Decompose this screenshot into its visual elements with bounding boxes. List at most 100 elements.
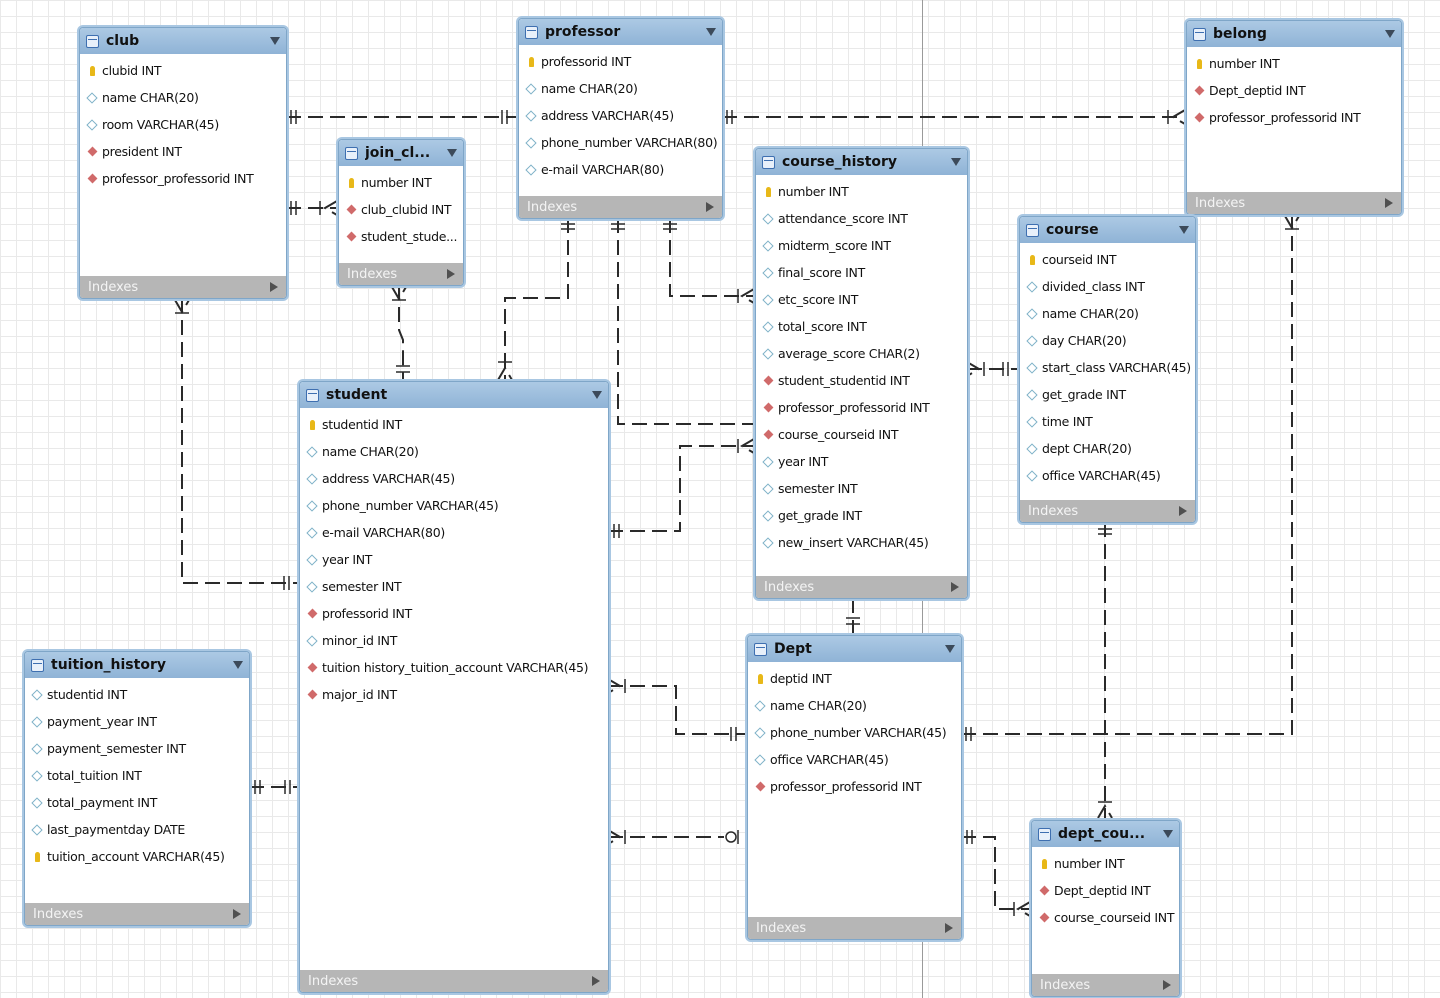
- column-row[interactable]: midterm_score INT: [756, 232, 967, 259]
- column-row[interactable]: start_class VARCHAR(45): [1020, 354, 1195, 381]
- column-row[interactable]: professor_professorid INT: [1187, 104, 1401, 131]
- column-row[interactable]: total_score INT: [756, 313, 967, 340]
- column-row[interactable]: semester INT: [300, 573, 608, 600]
- expand-arrow-icon[interactable]: [270, 282, 278, 292]
- column-row[interactable]: number INT: [1032, 850, 1179, 877]
- table-header[interactable]: student: [300, 382, 608, 408]
- expand-arrow-icon[interactable]: [1179, 506, 1187, 516]
- chevron-down-icon[interactable]: [1163, 830, 1173, 838]
- column-row[interactable]: payment_year INT: [25, 708, 249, 735]
- table-header[interactable]: professor: [519, 19, 722, 45]
- table-header[interactable]: course: [1020, 217, 1195, 243]
- column-row[interactable]: office VARCHAR(45): [1020, 462, 1195, 489]
- column-row[interactable]: tuition_account VARCHAR(45): [25, 843, 249, 870]
- chevron-down-icon[interactable]: [447, 149, 457, 157]
- column-row[interactable]: semester INT: [756, 475, 967, 502]
- expand-arrow-icon[interactable]: [706, 202, 714, 212]
- table-header[interactable]: tuition_history: [25, 652, 249, 678]
- column-row[interactable]: deptid INT: [748, 665, 961, 692]
- column-row[interactable]: professorid INT: [519, 48, 722, 75]
- column-row[interactable]: last_paymentday DATE: [25, 816, 249, 843]
- column-row[interactable]: major_id INT: [300, 681, 608, 708]
- indexes-bar[interactable]: Indexes: [300, 970, 608, 992]
- column-row[interactable]: student_studentid INT: [756, 367, 967, 394]
- column-row[interactable]: etc_score INT: [756, 286, 967, 313]
- chevron-down-icon[interactable]: [1179, 226, 1189, 234]
- chevron-down-icon[interactable]: [270, 37, 280, 45]
- column-row[interactable]: total_payment INT: [25, 789, 249, 816]
- column-row[interactable]: dept CHAR(20): [1020, 435, 1195, 462]
- column-row[interactable]: phone_number VARCHAR(80): [519, 129, 722, 156]
- column-row[interactable]: professor_professorid INT: [756, 394, 967, 421]
- table-header[interactable]: dept_cou...: [1032, 821, 1179, 847]
- column-row[interactable]: name CHAR(20): [748, 692, 961, 719]
- expand-arrow-icon[interactable]: [951, 582, 959, 592]
- column-row[interactable]: average_score CHAR(2): [756, 340, 967, 367]
- column-row[interactable]: e-mail VARCHAR(80): [519, 156, 722, 183]
- indexes-bar[interactable]: Indexes: [339, 263, 463, 285]
- column-row[interactable]: minor_id INT: [300, 627, 608, 654]
- column-row[interactable]: tuition history_tuition_account VARCHAR(…: [300, 654, 608, 681]
- column-row[interactable]: year INT: [300, 546, 608, 573]
- column-row[interactable]: name CHAR(20): [1020, 300, 1195, 327]
- column-row[interactable]: number INT: [756, 178, 967, 205]
- column-row[interactable]: final_score INT: [756, 259, 967, 286]
- column-row[interactable]: Dept_deptid INT: [1187, 77, 1401, 104]
- column-row[interactable]: time INT: [1020, 408, 1195, 435]
- column-row[interactable]: club_clubid INT: [339, 196, 463, 223]
- column-row[interactable]: name CHAR(20): [300, 438, 608, 465]
- column-row[interactable]: address VARCHAR(45): [519, 102, 722, 129]
- chevron-down-icon[interactable]: [1385, 30, 1395, 38]
- column-row[interactable]: student_stude...: [339, 223, 463, 250]
- indexes-bar[interactable]: Indexes: [1032, 974, 1179, 996]
- chevron-down-icon[interactable]: [945, 645, 955, 653]
- chevron-down-icon[interactable]: [233, 661, 243, 669]
- indexes-bar[interactable]: Indexes: [1187, 192, 1401, 214]
- indexes-bar[interactable]: Indexes: [25, 903, 249, 925]
- indexes-bar[interactable]: Indexes: [519, 196, 722, 218]
- column-row[interactable]: number INT: [1187, 50, 1401, 77]
- table-header[interactable]: club: [80, 28, 286, 54]
- expand-arrow-icon[interactable]: [447, 269, 455, 279]
- column-row[interactable]: attendance_score INT: [756, 205, 967, 232]
- column-row[interactable]: room VARCHAR(45): [80, 111, 286, 138]
- expand-arrow-icon[interactable]: [233, 909, 241, 919]
- column-row[interactable]: phone_number VARCHAR(45): [300, 492, 608, 519]
- column-row[interactable]: address VARCHAR(45): [300, 465, 608, 492]
- table-header[interactable]: belong: [1187, 21, 1401, 47]
- column-row[interactable]: president INT: [80, 138, 286, 165]
- column-row[interactable]: Dept_deptid INT: [1032, 877, 1179, 904]
- column-row[interactable]: get_grade INT: [756, 502, 967, 529]
- column-row[interactable]: name CHAR(20): [519, 75, 722, 102]
- expand-arrow-icon[interactable]: [1385, 198, 1393, 208]
- column-row[interactable]: e-mail VARCHAR(80): [300, 519, 608, 546]
- indexes-bar[interactable]: Indexes: [748, 917, 961, 939]
- column-row[interactable]: clubid INT: [80, 57, 286, 84]
- column-row[interactable]: name CHAR(20): [80, 84, 286, 111]
- column-row[interactable]: course_courseid INT: [1032, 904, 1179, 931]
- column-row[interactable]: studentid INT: [25, 681, 249, 708]
- column-row[interactable]: year INT: [756, 448, 967, 475]
- chevron-down-icon[interactable]: [706, 28, 716, 36]
- column-row[interactable]: studentid INT: [300, 411, 608, 438]
- column-row[interactable]: professor_professorid INT: [748, 773, 961, 800]
- column-row[interactable]: course_courseid INT: [756, 421, 967, 448]
- column-row[interactable]: number INT: [339, 169, 463, 196]
- column-row[interactable]: office VARCHAR(45): [748, 746, 961, 773]
- column-row[interactable]: divided_class INT: [1020, 273, 1195, 300]
- column-row[interactable]: phone_number VARCHAR(45): [748, 719, 961, 746]
- column-row[interactable]: courseid INT: [1020, 246, 1195, 273]
- column-row[interactable]: get_grade INT: [1020, 381, 1195, 408]
- indexes-bar[interactable]: Indexes: [80, 276, 286, 298]
- expand-arrow-icon[interactable]: [592, 976, 600, 986]
- expand-arrow-icon[interactable]: [945, 923, 953, 933]
